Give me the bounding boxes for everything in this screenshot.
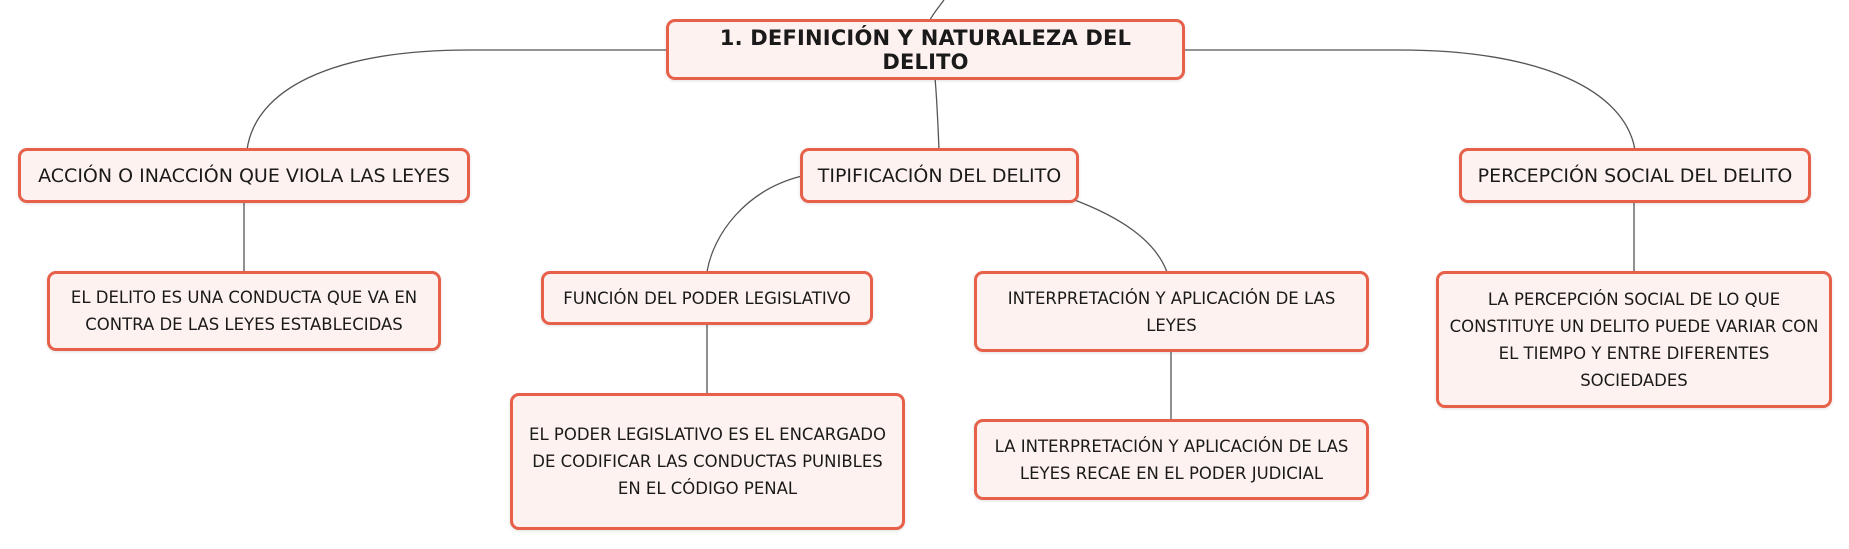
node-accion-inaccion[interactable]: ACCIÓN O INACCIÓN QUE VIOLA LAS LEYES: [18, 148, 470, 203]
node-funcion-poder-legislativo[interactable]: FUNCIÓN DEL PODER LEGISLATIVO: [541, 271, 873, 325]
connector-root-to-accion: [246, 49, 668, 151]
node-tipificacion-label: TIPIFICACIÓN DEL DELITO: [817, 164, 1062, 187]
node-conducta-contra-leyes-label: EL DELITO ES UNA CONDUCTA QUE VA EN CONT…: [70, 288, 418, 334]
node-accion-inaccion-label: ACCIÓN O INACCIÓN QUE VIOLA LAS LEYES: [38, 164, 450, 187]
connector-root-to-percepcion: [1182, 49, 1636, 151]
node-tipificacion[interactable]: TIPIFICACIÓN DEL DELITO: [800, 148, 1079, 203]
connector-tipificacion-to-funcion: [706, 175, 803, 273]
connector-root-to-tipificacion: [934, 77, 940, 151]
connector-tipificacion-to-interpretacion: [1071, 198, 1168, 273]
node-conducta-contra-leyes[interactable]: EL DELITO ES UNA CONDUCTA QUE VA EN CONT…: [47, 271, 441, 351]
root-node-label: 1. DEFINICIÓN Y NATURALEZA DEL DELITO: [719, 25, 1132, 74]
node-funcion-poder-legislativo-label: FUNCIÓN DEL PODER LEGISLATIVO: [563, 288, 851, 308]
node-percepcion-variar[interactable]: LA PERCEPCIÓN SOCIAL DE LO QUE CONSTITUY…: [1436, 271, 1832, 408]
root-node[interactable]: 1. DEFINICIÓN Y NATURALEZA DEL DELITO: [666, 19, 1185, 80]
node-interpretacion-aplicacion-label: INTERPRETACIÓN Y APLICACIÓN DE LAS LEYES: [1007, 288, 1336, 335]
node-percepcion-variar-label: LA PERCEPCIÓN SOCIAL DE LO QUE CONSTITUY…: [1449, 289, 1819, 390]
node-interpretacion-aplicacion[interactable]: INTERPRETACIÓN Y APLICACIÓN DE LAS LEYES: [974, 271, 1369, 352]
node-poder-legislativo-codificar[interactable]: EL PODER LEGISLATIVO ES EL ENCARGADO DE …: [510, 393, 905, 530]
node-poder-judicial[interactable]: LA INTERPRETACIÓN Y APLICACIÓN DE LAS LE…: [974, 419, 1369, 500]
connector-root-parent: [929, 0, 945, 21]
node-poder-legislativo-codificar-label: EL PODER LEGISLATIVO ES EL ENCARGADO DE …: [529, 425, 886, 498]
node-percepcion-social-label: PERCEPCIÓN SOCIAL DEL DELITO: [1477, 164, 1793, 187]
node-poder-judicial-label: LA INTERPRETACIÓN Y APLICACIÓN DE LAS LE…: [994, 436, 1349, 483]
node-percepcion-social[interactable]: PERCEPCIÓN SOCIAL DEL DELITO: [1459, 148, 1811, 203]
